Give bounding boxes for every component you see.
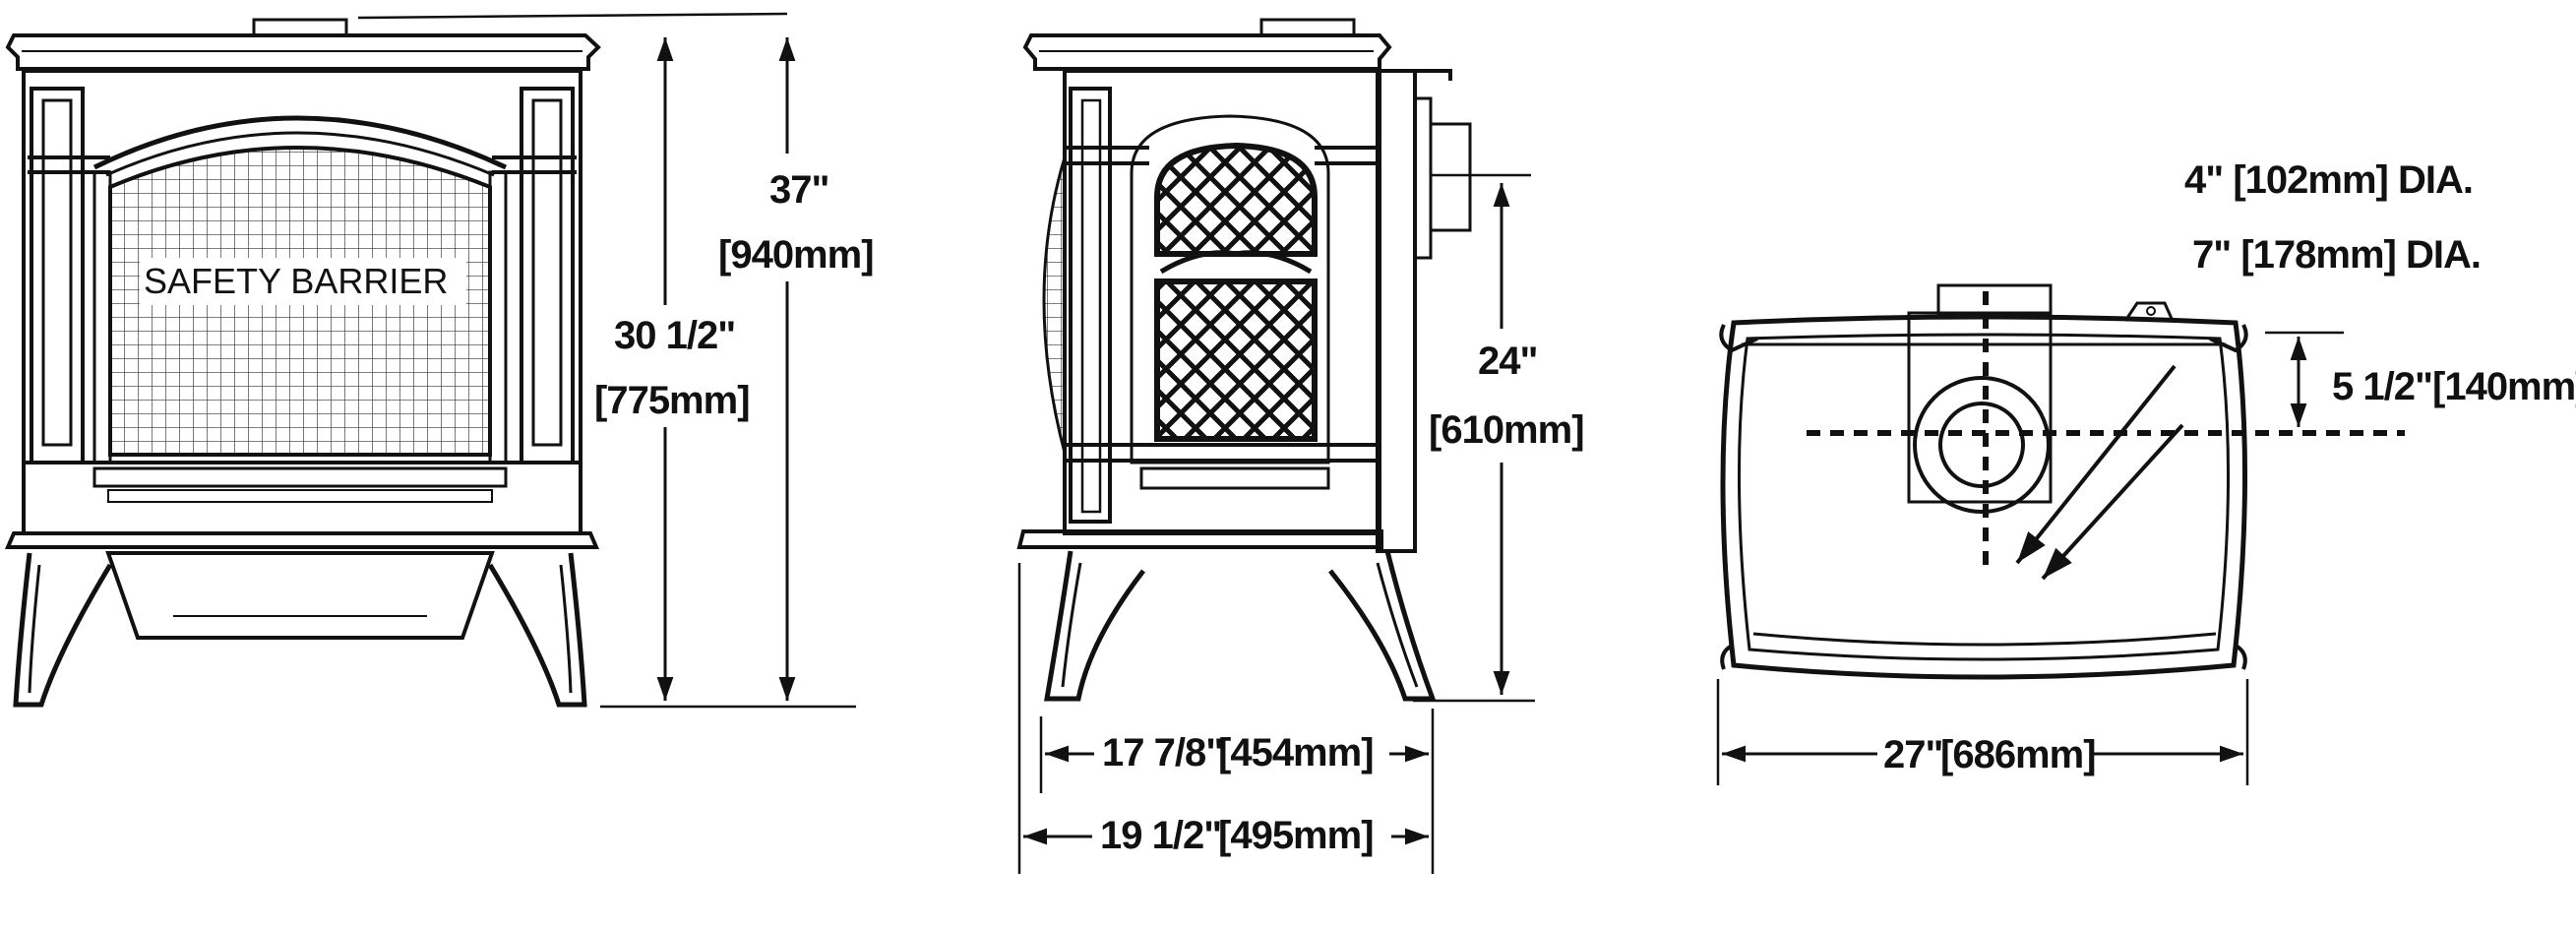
side-top-flue-collar [1259,18,1356,37]
outer-flue-diameter: 7" [178mm] DIA. [2192,233,2481,277]
side-dimensions: 24" [610mm] 17 7/8" [454mm] 19 1/2" [495… [1017,183,1585,874]
overall-height-mm: [940mm] [718,233,874,277]
side-left-leg [1044,550,1145,702]
front-right-leg [487,552,587,708]
flue-offset-inches: 5 1/2" [2332,365,2432,408]
side-depth-inches: 17 7/8" [1102,731,1223,774]
side-lower-lattice-window [1154,279,1318,442]
flue-offset-mm: [140mm] [2432,365,2576,408]
width-inches: 27" [1883,733,1942,776]
front-arch [92,115,508,170]
overall-height-inches: 37" [769,168,828,212]
front-left-pillar [30,87,85,464]
front-left-leg [13,552,113,708]
top-view [1719,283,2405,680]
side-base-ledge [1016,529,1383,549]
front-right-pillar [520,87,575,464]
top-rear-bracket [2123,301,2175,322]
flue-height-mm: [610mm] [1429,408,1584,452]
overall-depth-inches: 19 1/2" [1100,814,1221,857]
side-rear-flue-pipe [1376,69,1417,553]
inner-flue-diameter: 4" [102mm] DIA. [2184,158,2473,202]
side-mesh-bulge [1042,156,1067,454]
side-upper-lattice-window [1154,142,1318,257]
inner-flue-leader-arrow [2015,364,2177,565]
top-rear-flue-collar [1936,283,2053,317]
top-outer-flue-circle [1913,376,2051,514]
top-outer-shell [1720,314,2248,680]
width-mm: [686mm] [1940,733,2096,776]
side-view [1016,18,1531,702]
front-view: SAFETY BARRIER [4,18,601,708]
front-ash-drawer [105,551,495,640]
top-inner-flue-circle [1938,402,2025,488]
overall-depth-mm: [495mm] [1218,814,1374,857]
side-depth-mm: [454mm] [1218,731,1374,774]
side-right-leg [1328,550,1437,702]
front-base-ledge [4,531,600,549]
inner-height-inches: 30 1/2" [614,314,735,357]
outer-flue-leader-arrow [2041,423,2184,581]
inner-height-mm: [775mm] [594,379,750,422]
top-inner-shell [1738,333,2230,661]
front-height-dimensions: 30 1/2" [775mm] 37" [940mm] [357,12,875,709]
flue-height-inches: 24" [1478,340,1537,383]
top-dimensions: 27" [686mm] 5 1/2" [140mm] 4" [102mm] DI… [1716,158,2576,785]
front-top-plate [5,33,601,71]
front-top-flue-collar [252,18,348,37]
top-flue-outer-box [1907,311,2053,504]
safety-barrier-label: SAFETY BARRIER [144,261,448,301]
